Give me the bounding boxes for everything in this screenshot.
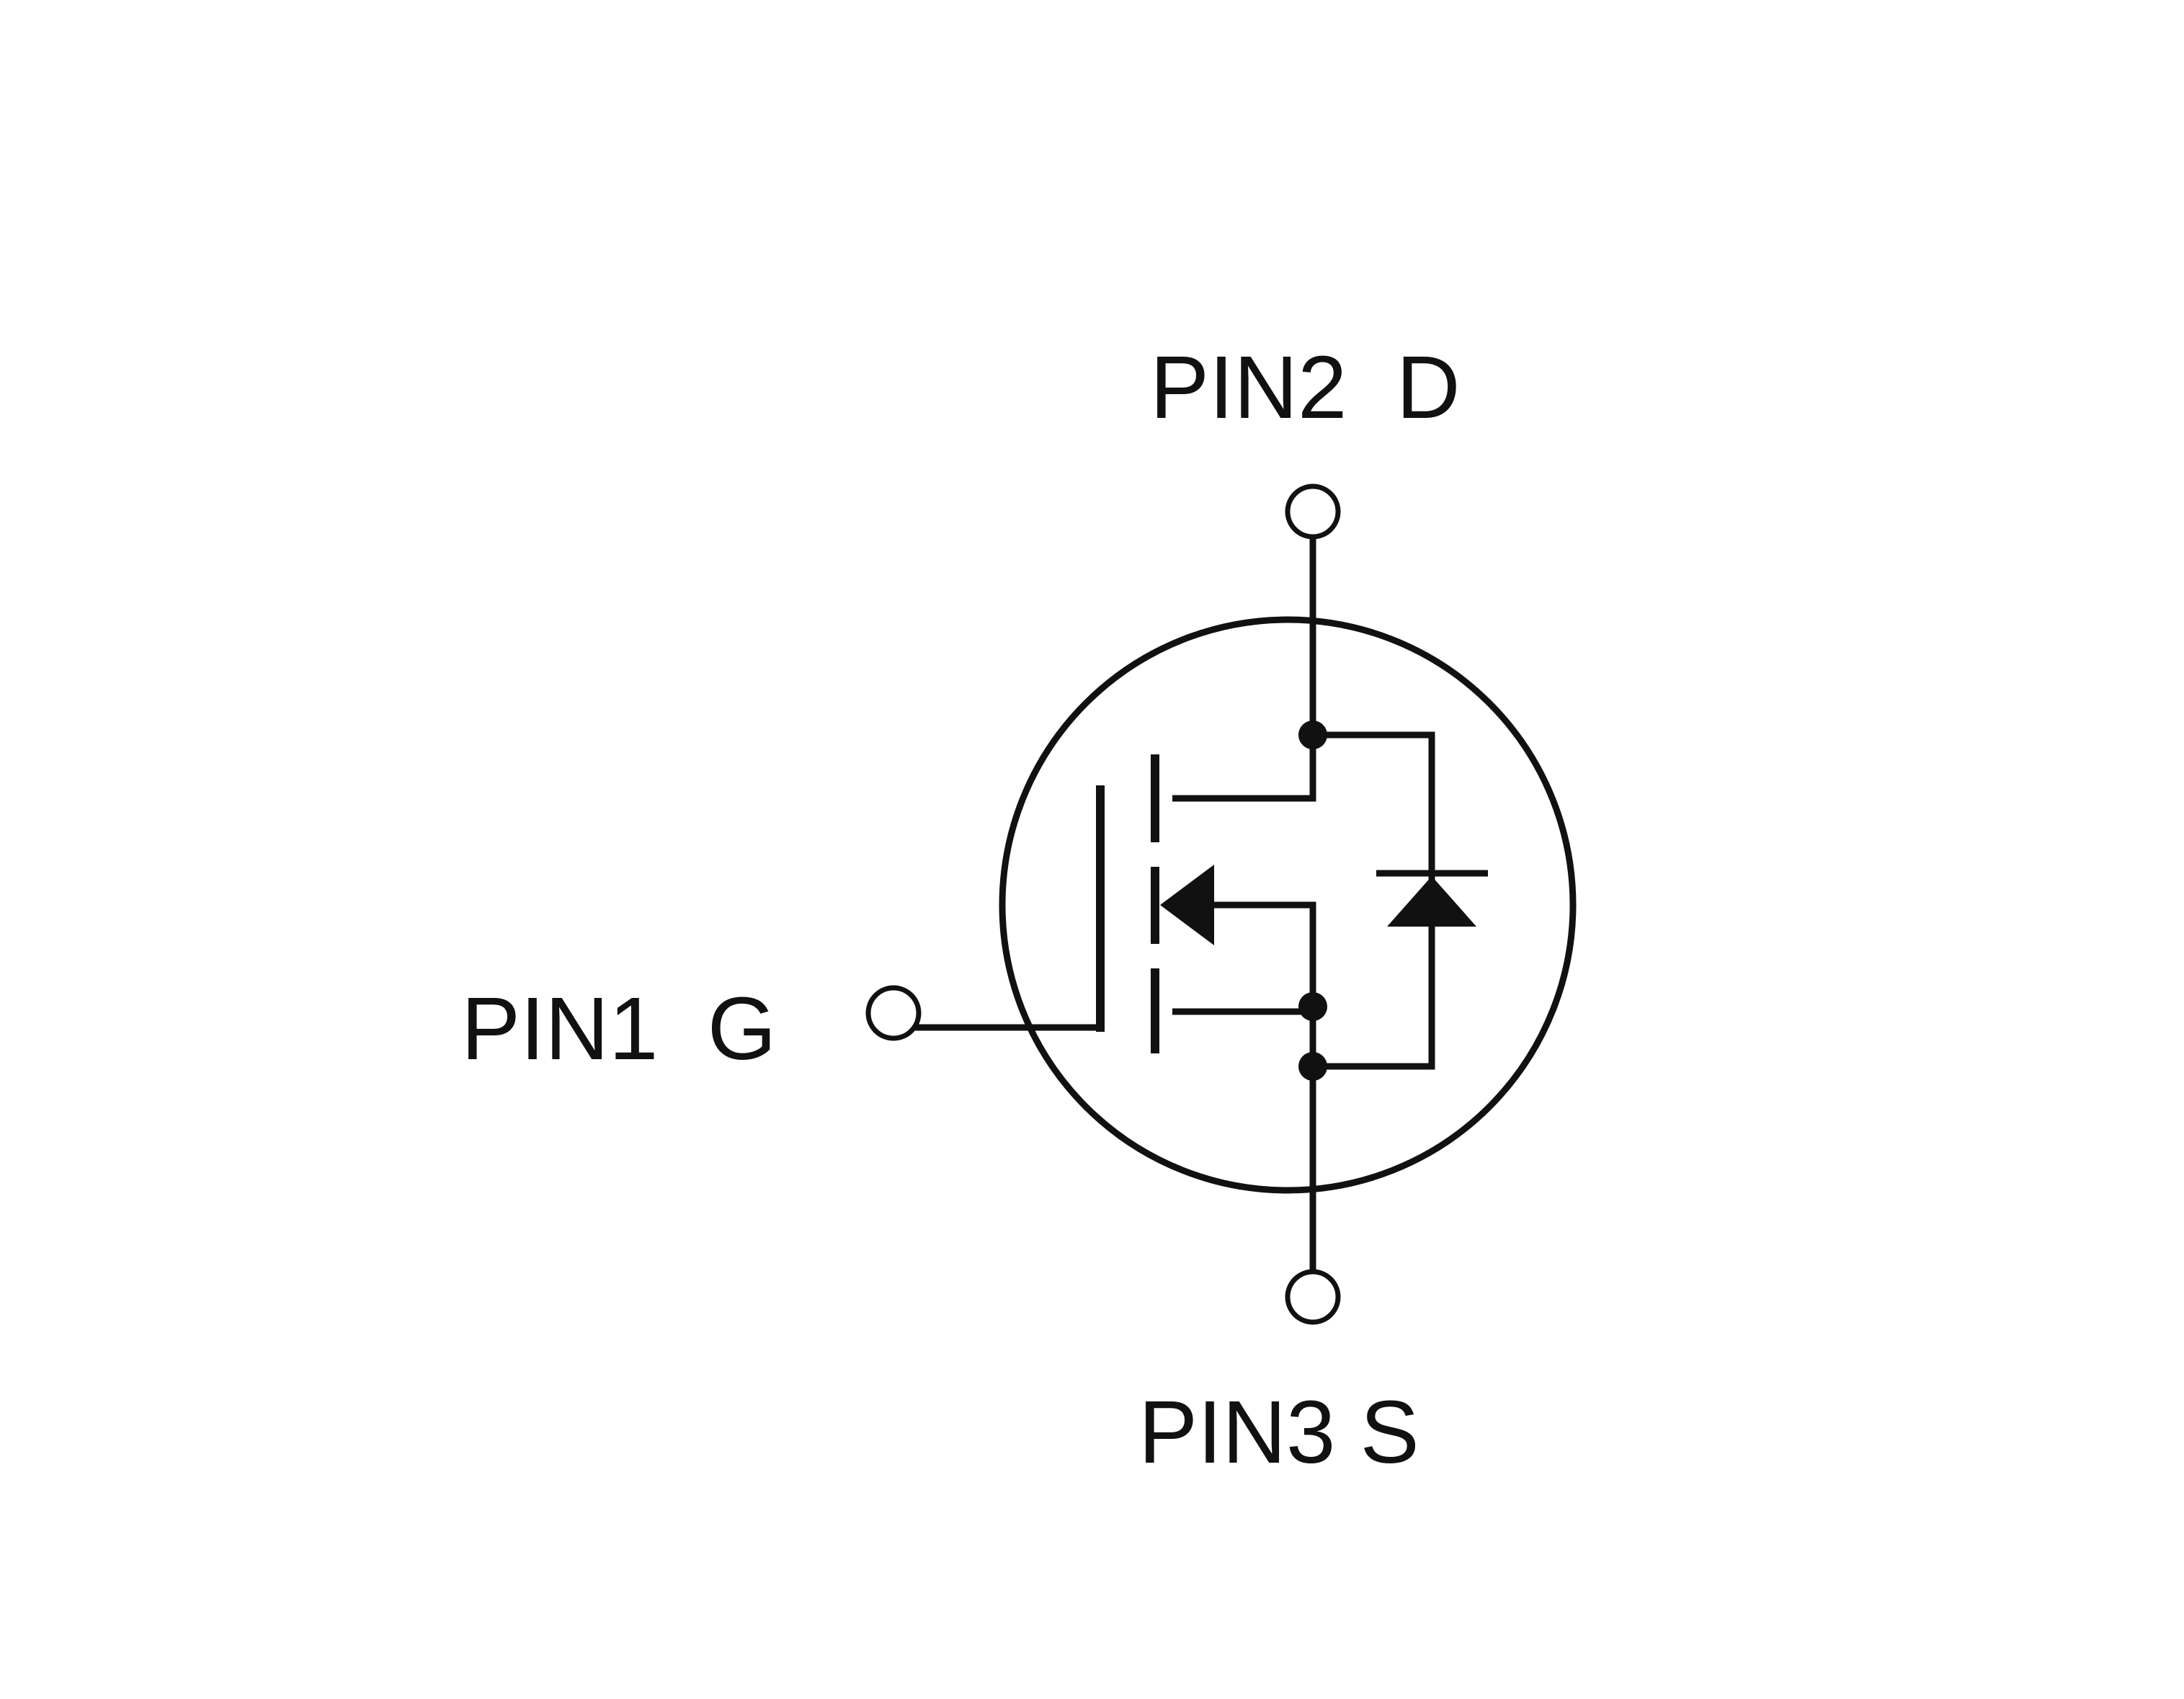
gate-terminal — [865, 985, 922, 1041]
drain-terminal — [1285, 483, 1341, 540]
drain-channel-connection — [1172, 735, 1316, 802]
drain-pin-label: PIN2 D — [1150, 339, 1461, 437]
source-terminal — [1285, 1269, 1341, 1325]
source-pin-label: PIN3 S — [1138, 1383, 1419, 1482]
junction-dot-source-channel — [1298, 992, 1327, 1021]
diode-triangle — [1387, 876, 1476, 927]
junction-dot-source-diode — [1298, 1052, 1327, 1081]
junction-dot-drain — [1298, 721, 1327, 749]
body-connection — [1196, 901, 1316, 1012]
gate-pin-label: PIN1 G — [461, 980, 776, 1079]
package-outline-circle — [999, 616, 1577, 1194]
body-arrow — [1160, 865, 1214, 945]
